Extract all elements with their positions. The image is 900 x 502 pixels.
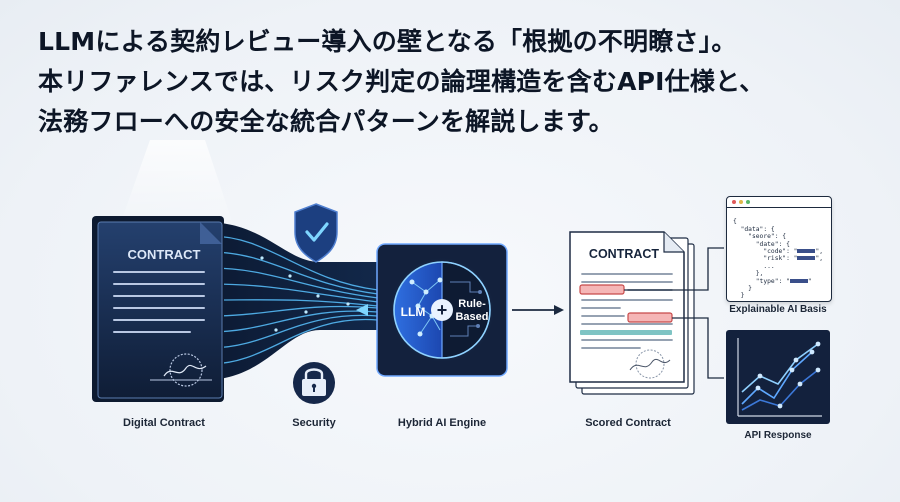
json-line: "date": { [733, 240, 790, 248]
redacted-value [797, 249, 816, 254]
code-window-titlebar [727, 197, 831, 208]
scored-contract-caption: Scored Contract [585, 417, 671, 429]
json-code-lines: { "data": { "seore": { "date": { "code":… [727, 208, 831, 300]
json-line-with-redaction: "type": "" [733, 277, 812, 285]
data-stream-lines [209, 235, 379, 365]
risk-highlight-3 [580, 330, 672, 335]
json-line-with-redaction: "code": "", [733, 248, 824, 256]
window-dot-icon [746, 200, 750, 204]
explainable-ai-caption: Explainable AI Basis [729, 304, 827, 315]
redacted-value [789, 278, 808, 283]
json-line: ... [733, 262, 775, 270]
scored-contract-document [569, 231, 695, 395]
api-response-caption: API Response [744, 430, 812, 441]
security-caption: Security [292, 417, 336, 429]
window-dot-icon [739, 200, 743, 204]
engine-rule-label-2: Based [455, 311, 488, 323]
shield-check-icon [294, 203, 338, 263]
json-code-panel: { "data": { "seore": { "date": { "code":… [726, 196, 832, 302]
risk-highlight-1 [579, 284, 625, 295]
plus-badge [431, 299, 453, 321]
digital-contract-caption: Digital Contract [123, 417, 205, 429]
scored-seal-icon [635, 349, 665, 379]
redacted-value [797, 256, 816, 261]
spotlight-beam [118, 140, 235, 230]
api-response-chart [726, 330, 830, 424]
arrow-head-icon [356, 304, 368, 316]
json-line: "type": " [733, 277, 790, 285]
risk-highlight-2 [627, 312, 673, 323]
headline-line-3: 法務フローへの安全な統合パターンを解説します。 [38, 107, 614, 136]
engine-rule-label-1: Rule- [458, 298, 486, 310]
json-line: "seore": { [733, 233, 787, 241]
hybrid-ai-engine [376, 243, 508, 377]
signature-icon [163, 364, 207, 377]
json-line: { [733, 218, 737, 226]
json-line: "data": { [733, 225, 775, 233]
json-line: "code": " [733, 248, 798, 256]
digital-contract-title: CONTRACT [128, 247, 201, 262]
json-line: }, [733, 270, 764, 278]
data-stream-band [205, 222, 380, 380]
lock-icon [293, 362, 335, 404]
signature-seal-icon [169, 353, 203, 387]
json-line-with-redaction: "risk": "", [733, 255, 824, 263]
flow-arrow-head-icon [554, 305, 564, 315]
json-line: "risk": " [733, 255, 798, 263]
engine-llm-label: LLM [401, 305, 426, 319]
connector-lines [624, 247, 724, 379]
json-line: } [733, 285, 752, 293]
window-dot-icon [732, 200, 736, 204]
hybrid-ai-engine-caption: Hybrid AI Engine [397, 417, 487, 429]
headline-line-1: LLMによる契約レビュー導入の壁となる「根拠の不明瞭さ」。 [38, 27, 737, 56]
digital-contract-document [92, 216, 224, 402]
headline-line-2: 本リファレンスでは、リスク判定の論理構造を含むAPI仕様と、 [38, 67, 765, 96]
headline: LLMによる契約レビュー導入の壁となる「根拠の不明瞭さ」。 本リファレンスでは、… [38, 22, 858, 142]
scored-contract-title: CONTRACT [589, 247, 659, 261]
engine-plus-sign: + [437, 300, 448, 320]
json-line: } [733, 292, 745, 300]
